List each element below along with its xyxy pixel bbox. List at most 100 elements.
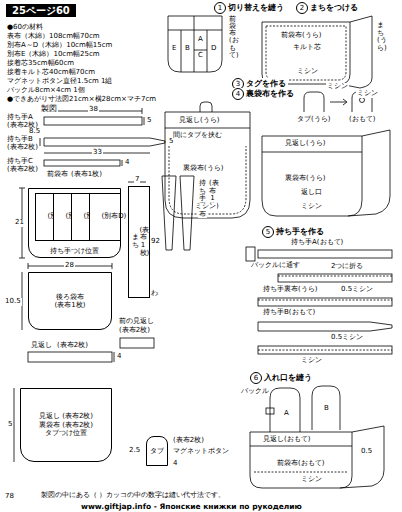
dimension: 5 <box>7 421 13 429</box>
note-label: 製図 <box>40 105 58 114</box>
line-art <box>254 472 348 473</box>
line-art <box>144 117 145 125</box>
line-art <box>348 130 390 216</box>
note-label: 返し口 <box>300 189 323 197</box>
line-art <box>312 386 340 430</box>
dimension: 4 <box>116 353 122 361</box>
note-label: 間にタブを挟む <box>172 132 223 140</box>
line-art <box>258 322 392 331</box>
note-label: 持ち手C <box>6 158 34 166</box>
dimension: 2.5 <box>128 447 141 455</box>
dimension: 4 <box>172 460 178 468</box>
pattern-piece: 持ち手つけ位置(別布A)(別布B)(別布C)(別布D) <box>28 188 121 258</box>
line-art <box>194 16 195 72</box>
line-art <box>180 176 194 250</box>
line-art <box>262 136 362 216</box>
note-label: 裏袋布(うら) <box>284 175 326 183</box>
step-heading: 5持ち手を作る <box>262 226 326 238</box>
note-label: ミシン <box>300 476 323 484</box>
note-label: マグネットボタン <box>172 448 230 456</box>
note-label: B <box>323 405 330 413</box>
note-label: B <box>184 45 191 53</box>
line-art <box>44 117 142 125</box>
title-box: 25ページ60 <box>6 4 76 17</box>
note-label: 持ち手A <box>6 114 34 122</box>
note-label: ミシン <box>356 90 379 98</box>
note-label: ●できあがり寸法図21cm×横28cm×マチ7cm <box>6 96 157 104</box>
line-art <box>258 346 392 354</box>
note-label: バックル8cm×4cm 1個 <box>6 87 86 95</box>
note-label: ●60の材料 <box>6 24 44 32</box>
piece-label: (表布1枚) <box>140 227 147 258</box>
dimension: 38 <box>88 106 99 114</box>
note-label: (表布2枚) <box>118 327 151 335</box>
note-label: A <box>197 36 204 44</box>
step-title: 持ち手を作る <box>276 228 324 237</box>
line-art <box>169 146 246 214</box>
line-art <box>250 446 352 447</box>
line-art <box>168 16 222 72</box>
line-art <box>330 102 346 103</box>
note-label: 前袋布(うら) <box>280 32 322 40</box>
piece-label: 見返し (表布2枚) <box>39 412 93 420</box>
dimension: 78 <box>4 493 15 501</box>
note-label: D <box>210 45 217 53</box>
note-label: ミシン <box>194 203 217 211</box>
dimension: 8.5 <box>28 128 41 136</box>
step-number: 1 <box>214 2 226 14</box>
line-art <box>44 160 120 166</box>
note-label: 2つに折る <box>330 263 364 271</box>
note-label: 表布（木綿）108cm幅70cm <box>6 33 101 41</box>
line-art <box>360 98 365 103</box>
pattern-piece: 見返し (表布2枚)裏袋布 (表布2枚)タブつけ位置 <box>20 388 112 462</box>
step-title: 裏袋布を作る <box>246 90 294 99</box>
line-art <box>28 352 112 362</box>
step-number: 4 <box>232 88 244 100</box>
step-title: 切り替えを縫う <box>228 4 284 13</box>
line-art <box>194 50 207 51</box>
line-art <box>250 432 352 488</box>
note-label: (表布2枚) <box>172 437 205 445</box>
line-art <box>278 276 392 277</box>
note-label: 見返し <box>30 342 53 350</box>
line-art <box>304 92 324 112</box>
piece-label: 持ち手つけ位置 <box>50 247 99 255</box>
pattern-piece: 後ろ袋布(表布1枚) <box>28 272 112 330</box>
line-art <box>19 258 25 259</box>
step-heading: 1切り替えを縫う <box>214 2 286 14</box>
piece-label: 後ろ袋布 <box>56 293 84 301</box>
note-label: C <box>197 52 204 60</box>
step-number: 5 <box>262 226 274 238</box>
note-label: (表布1枚) <box>70 171 103 179</box>
line-art <box>266 26 346 80</box>
note-label: 別布A～D（木綿）10cm幅15cm <box>6 42 113 50</box>
note-label: まち(うら) <box>376 22 385 53</box>
note-label: (おもて) <box>348 116 376 124</box>
note-label: 持ち手裏布 <box>198 180 207 218</box>
note-label: 前袋布(おもて) <box>276 460 325 468</box>
note-label: バックルに通す <box>250 262 301 270</box>
line-art <box>246 247 255 261</box>
step-title: 入れ口を縫う <box>264 374 312 383</box>
line-art <box>40 138 41 146</box>
piece-label: まち <box>132 234 139 249</box>
caption-note: 製図の中にある（ ）カッコの中の数字は縫い代寸法です。 <box>40 492 226 500</box>
note-label: 持ち手B <box>6 136 34 144</box>
dimension: 7 <box>134 176 140 184</box>
dimension: 10.5 <box>4 298 22 306</box>
piece-label: タブつけ位置 <box>45 429 87 437</box>
line-art <box>258 250 392 258</box>
fabric-panel: (別布D) <box>89 193 121 241</box>
note-label: マグネットボタン直径1.5cm 1組 <box>6 78 113 86</box>
note-label: 0.5ミシン <box>340 286 374 294</box>
piece-label: (別布D) <box>102 213 109 221</box>
dimension: 92 <box>150 238 161 246</box>
line-art <box>112 263 113 269</box>
note-label: 見返し(おもて) <box>262 436 311 444</box>
step-number: 6 <box>250 372 262 384</box>
pattern-piece: タブ <box>146 436 168 466</box>
line-art <box>270 388 300 432</box>
note-label: バックル <box>240 388 270 396</box>
dimension: 21 <box>14 219 25 227</box>
